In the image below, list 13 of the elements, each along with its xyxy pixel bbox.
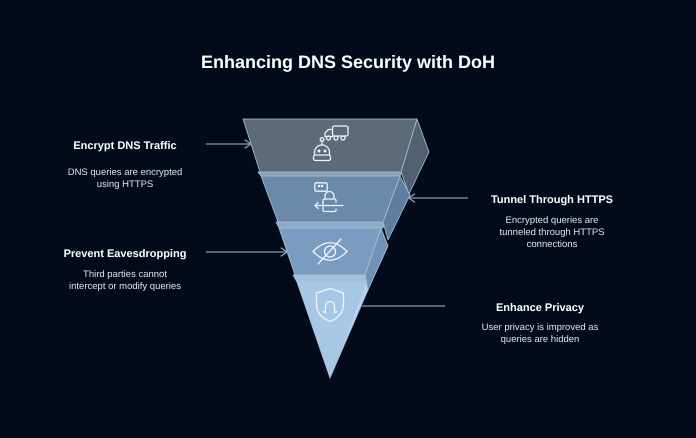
- feature-heading: Encrypt DNS Traffic: [73, 139, 177, 154]
- connector-line: [361, 305, 445, 307]
- feature-heading: Tunnel Through HTTPS: [491, 193, 613, 208]
- arrow: [408, 193, 468, 203]
- diagram-title: Enhancing DNS Security with DoH: [200, 51, 496, 73]
- feature-heading: Enhance Privacy: [496, 301, 584, 316]
- feature-description: DNS queries are encrypted using HTTPS: [66, 167, 184, 191]
- arrow: [206, 139, 252, 149]
- feature-description: Third parties cannot intercept or modify queries: [68, 269, 182, 293]
- feature-heading: Prevent Eavesdropping: [64, 247, 186, 262]
- feature-description: Encrypted queries are tunneled through HTTPS connections: [498, 215, 606, 251]
- feature-description: User privacy is improved as queries are hidden: [480, 322, 600, 346]
- arrow: [206, 247, 288, 257]
